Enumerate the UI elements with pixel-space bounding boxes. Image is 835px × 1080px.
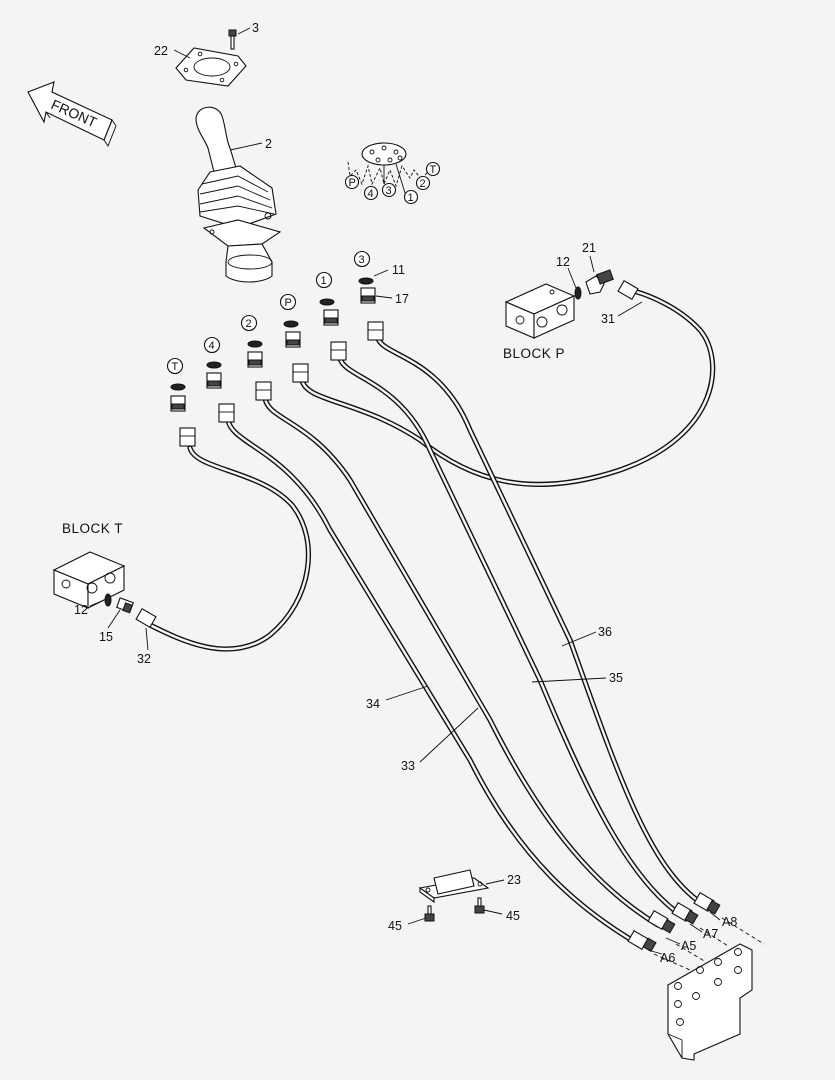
port-marker-4: 4 — [209, 340, 215, 352]
callouts: 3 22 2 11 17 12 21 31 12 15 32 36 35 34 … — [74, 21, 737, 965]
clamp-part — [418, 869, 490, 904]
callout-45-right: 45 — [506, 909, 520, 923]
callout-31: 31 — [601, 312, 615, 326]
port-marker-p: P — [285, 297, 292, 309]
callout-12-p: 12 — [556, 255, 570, 269]
callout-36: 36 — [598, 625, 612, 639]
port-markers: T 4 2 P 1 3 — [166, 250, 371, 375]
pattern-t: T — [430, 164, 437, 176]
callout-32: 32 — [137, 652, 151, 666]
callout-34: 34 — [366, 697, 380, 711]
callout-21: 21 — [582, 241, 596, 255]
callout-2: 2 — [265, 137, 272, 151]
callout-11: 11 — [392, 263, 405, 277]
block-t — [52, 551, 157, 628]
hoses — [147, 287, 716, 948]
pattern-1: 1 — [408, 192, 414, 204]
port-marker-t: T — [172, 361, 179, 373]
callout-a6: A6 — [660, 951, 675, 965]
callout-a5: A5 — [681, 939, 696, 953]
pattern-2: 2 — [420, 178, 426, 190]
port-marker-2: 2 — [246, 318, 252, 330]
bolt-icon — [228, 29, 237, 50]
pattern-3: 3 — [386, 185, 392, 197]
leader-lines — [89, 27, 721, 955]
callout-23: 23 — [507, 873, 521, 887]
port-marker-1: 1 — [321, 275, 327, 287]
block-t-label: BLOCK T — [62, 521, 123, 536]
callout-45-left: 45 — [388, 919, 402, 933]
callout-12-t: 12 — [74, 603, 88, 617]
pattern-p: P — [349, 177, 356, 189]
callout-35: 35 — [609, 671, 623, 685]
callout-33: 33 — [401, 759, 415, 773]
callout-3: 3 — [252, 21, 259, 35]
hose-34 — [225, 417, 643, 948]
block-p-label: BLOCK P — [503, 346, 565, 361]
pattern-4: 4 — [368, 188, 374, 200]
gasket-plate — [175, 47, 247, 87]
callout-17: 17 — [395, 292, 409, 306]
front-arrow-icon: FRONT — [27, 81, 117, 147]
bolt-icon-45-right — [474, 897, 485, 914]
port-marker-3: 3 — [359, 254, 365, 266]
port-pattern-icon: P 4 3 1 2 T — [344, 142, 441, 205]
callout-15: 15 — [99, 630, 113, 644]
end-fittings — [627, 892, 721, 953]
fittings — [170, 277, 384, 447]
block-p — [504, 269, 639, 339]
mounting-bracket — [653, 917, 765, 1061]
bolt-icon-45-left — [424, 905, 435, 922]
hose-36 — [375, 335, 707, 908]
callout-a7: A7 — [703, 927, 718, 941]
joystick-lever — [195, 106, 282, 283]
callout-a8: A8 — [722, 915, 737, 929]
callout-22: 22 — [154, 44, 168, 58]
